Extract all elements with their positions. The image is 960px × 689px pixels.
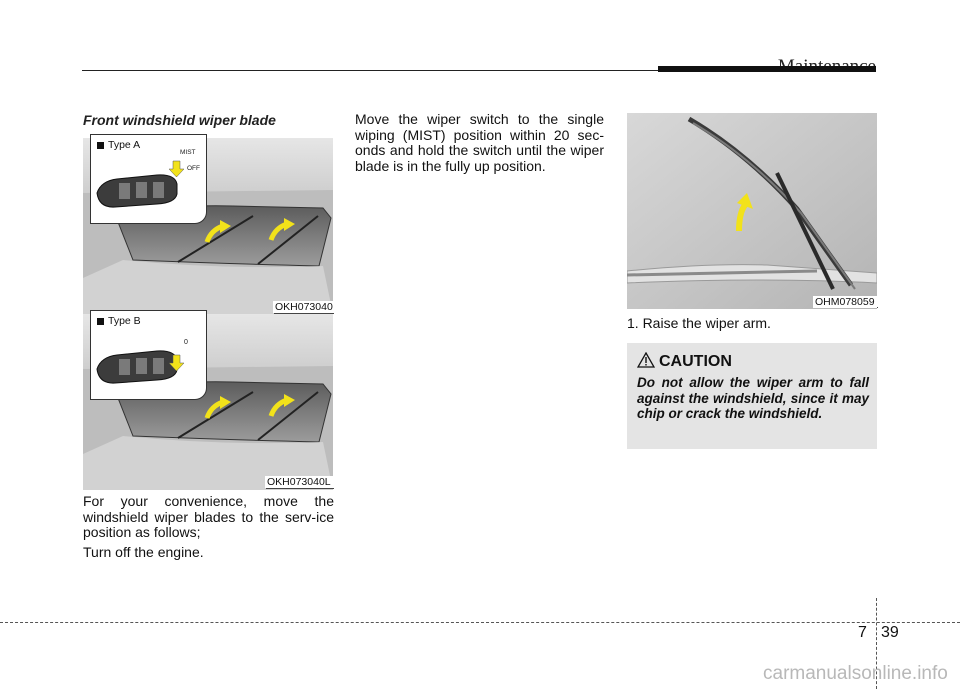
inset-switch-a: Type A MIST OFF: [90, 134, 207, 224]
mist-instruction-paragraph: Move the wiper switch to the single wipi…: [355, 111, 604, 174]
footer-dashed-rule: [0, 622, 960, 623]
header-rule-bold: [658, 66, 876, 72]
type-b-text: Type B: [108, 315, 141, 327]
step-1-text: 1. Raise the wiper arm.: [627, 315, 771, 331]
zero-label: 0: [184, 339, 188, 346]
caution-text: Do not allow the wiper arm to fall again…: [637, 375, 869, 421]
code-underline-b: [266, 488, 334, 489]
caution-title: CAUTION: [659, 353, 732, 370]
type-a-text: Type A: [108, 139, 141, 151]
off-label: OFF: [187, 165, 200, 172]
type-a-label: Type A: [97, 139, 140, 151]
caution-box: CAUTION Do not allow the wiper arm to fa…: [627, 343, 877, 449]
figure-wiper-raised: [627, 113, 877, 309]
turn-off-engine-text: Turn off the engine.: [83, 544, 204, 560]
figure-type-a: [83, 138, 333, 314]
figure-code-b: OKH073040L: [265, 476, 333, 488]
square-bullet-icon: [97, 317, 104, 325]
section-heading: Front windshield wiper blade: [83, 112, 276, 128]
wiper-stalk-b-icon: [96, 350, 185, 384]
inset-switch-b: Type B 0: [90, 310, 207, 400]
mist-label: MIST: [180, 149, 196, 156]
code-underline-a: [274, 313, 334, 314]
square-bullet-icon: [97, 141, 104, 149]
warning-triangle-icon: [637, 352, 655, 368]
header-rule: [82, 70, 662, 71]
figure-code-right: OHM078059: [813, 296, 877, 308]
wiper-arm-illustration: [627, 113, 877, 309]
figure-code-a: OKH073040: [273, 301, 335, 313]
page-number: 39: [881, 624, 899, 641]
type-b-label: Type B: [97, 315, 141, 327]
footer-dashed-divider: [876, 598, 877, 689]
wiper-stalk-a-icon: [96, 160, 185, 208]
watermark-text: carmanualsonline.info: [763, 663, 948, 684]
chapter-number: 7: [858, 624, 867, 641]
windshield-illustration-a: [83, 138, 333, 314]
intro-paragraph: For your convenience, move the windshiel…: [83, 493, 334, 540]
